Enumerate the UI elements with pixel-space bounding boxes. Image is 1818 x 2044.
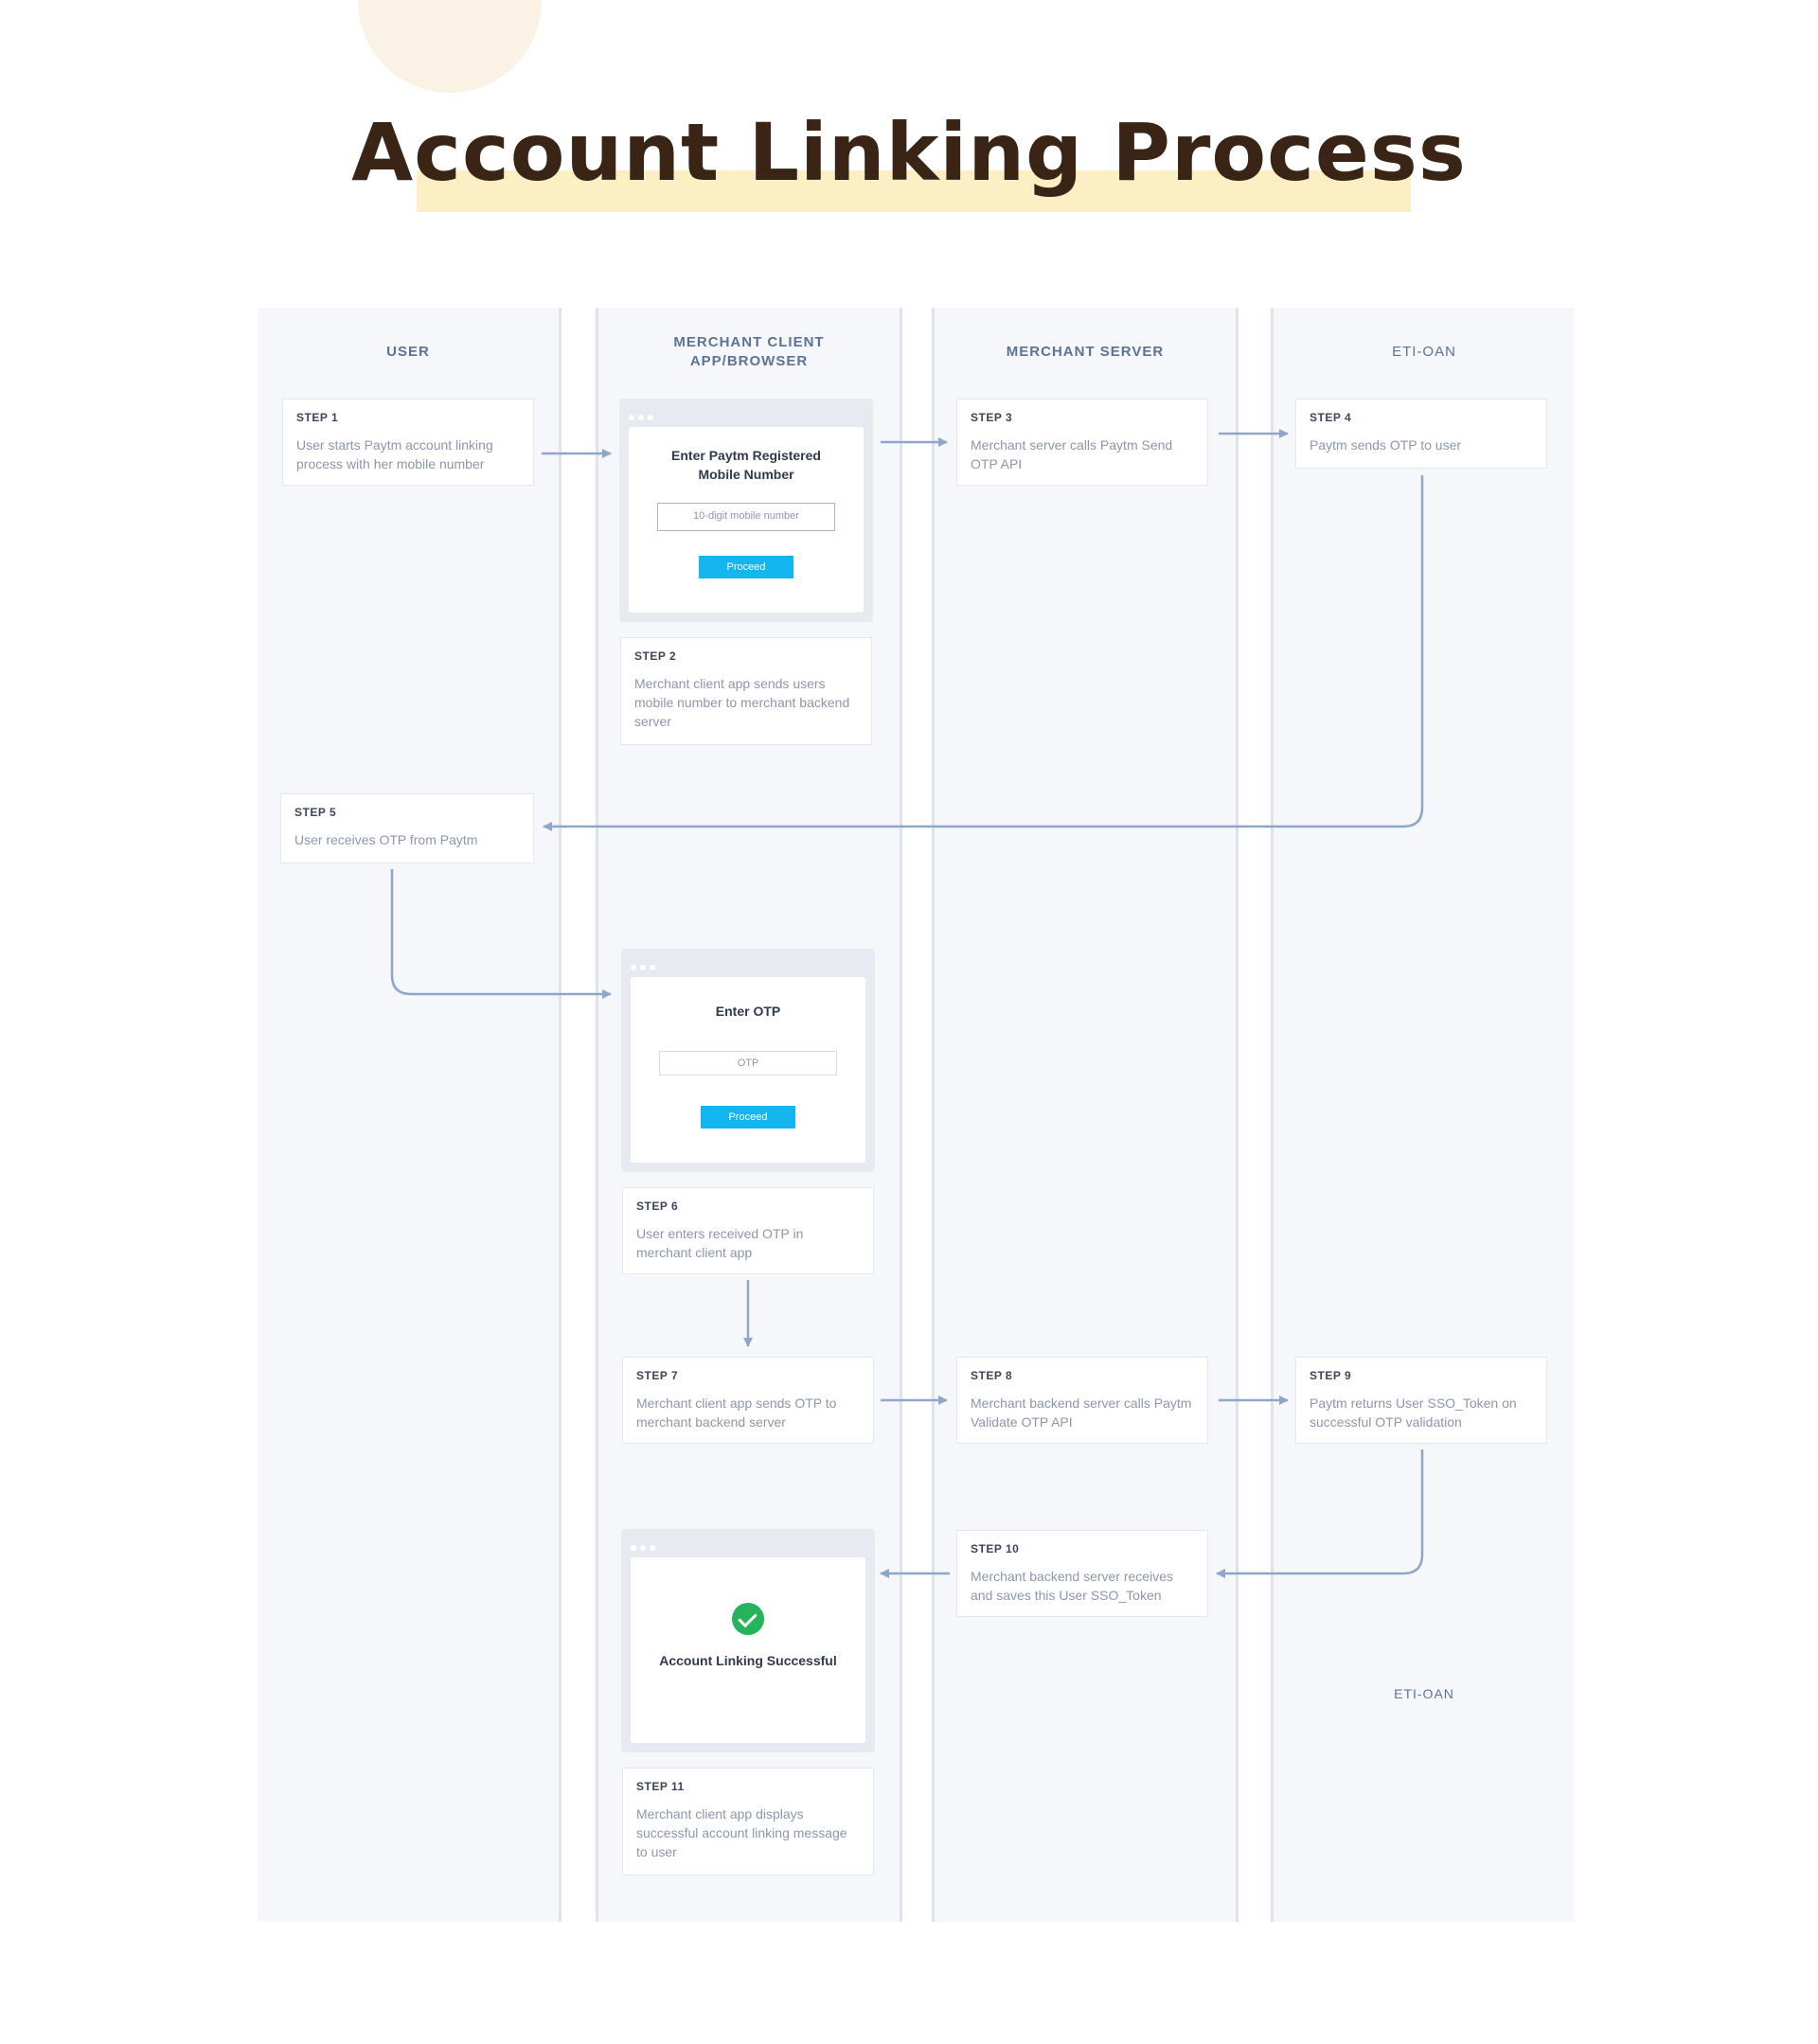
page-title: Account Linking Process <box>351 106 1467 199</box>
step-card-8: STEP 8 Merchant backend server calls Pay… <box>956 1357 1208 1444</box>
step-card-7: STEP 7 Merchant client app sends OTP to … <box>622 1357 874 1444</box>
step-text: Merchant backend server calls Paytm Vali… <box>971 1395 1192 1430</box>
lane-label-client: MERCHANT CLIENT APP/BROWSER <box>673 334 825 369</box>
window-dots <box>629 408 657 425</box>
browser-mockup-mobile: Enter Paytm Registered Mobile Number 10-… <box>619 399 873 622</box>
footer-lane-label: ETI-OAN <box>1394 1686 1454 1701</box>
step-card-5: STEP 5 User receives OTP from Paytm <box>280 793 534 863</box>
arrow-step5-to-otp-screen <box>390 869 612 999</box>
step-label: STEP 8 <box>971 1369 1013 1382</box>
mobile-number-input[interactable]: 10-digit mobile number <box>657 503 835 531</box>
step-label: STEP 4 <box>1310 411 1352 424</box>
arrow-step9-to-step10 <box>1216 1449 1424 1578</box>
step-label: STEP 3 <box>971 411 1013 424</box>
screen-enter-otp: Enter OTP OTP Proceed <box>631 977 865 1163</box>
step-label: STEP 10 <box>971 1542 1020 1555</box>
step-text: Merchant backend server receives and sav… <box>971 1569 1173 1603</box>
lane-server <box>935 308 1239 1922</box>
step-text: Paytm sends OTP to user <box>1310 437 1462 453</box>
step-text: User receives OTP from Paytm <box>294 832 478 847</box>
screen-mobile-number: Enter Paytm Registered Mobile Number 10-… <box>629 427 864 613</box>
otp-input[interactable]: OTP <box>659 1051 837 1075</box>
step-text: Merchant client app sends OTP to merchan… <box>636 1395 837 1430</box>
lane-divider <box>596 308 598 1922</box>
screen-title: Enter OTP <box>715 1004 781 1019</box>
lane-paytm <box>1274 308 1575 1922</box>
success-message: Account Linking Successful <box>659 1653 837 1668</box>
step-text: Paytm returns User SSO_Token on successf… <box>1310 1395 1517 1430</box>
lane-user <box>258 308 561 1922</box>
window-dots <box>631 1538 659 1555</box>
step-card-2: STEP 2 Merchant client app sends users m… <box>620 637 872 745</box>
arrow-step4-to-step5 <box>543 475 1424 831</box>
lane-divider <box>1271 308 1274 1922</box>
step-label: STEP 11 <box>636 1780 685 1793</box>
step-card-11: STEP 11 Merchant client app displays suc… <box>622 1768 874 1875</box>
step-text: User enters received OTP in merchant cli… <box>636 1226 804 1260</box>
screen-title: Enter Paytm Registered Mobile Number <box>671 448 821 482</box>
step-text: Merchant client app displays successful … <box>636 1806 847 1859</box>
step-card-10: STEP 10 Merchant backend server receives… <box>956 1530 1208 1617</box>
browser-mockup-success: Account Linking Successful <box>621 1529 875 1752</box>
browser-mockup-otp: Enter OTP OTP Proceed <box>621 949 875 1172</box>
window-dots <box>631 958 659 975</box>
step-label: STEP 2 <box>634 649 677 663</box>
title-highlight <box>417 170 1411 212</box>
step-card-3: STEP 3 Merchant server calls Paytm Send … <box>956 399 1208 486</box>
proceed-button[interactable]: Proceed <box>701 1106 795 1129</box>
lane-divider <box>932 308 935 1922</box>
step-label: STEP 9 <box>1310 1369 1352 1382</box>
screen-success: Account Linking Successful <box>631 1557 865 1743</box>
step-card-1: STEP 1 User starts Paytm account linking… <box>282 399 534 486</box>
step-text: User starts Paytm account linking proces… <box>296 437 493 471</box>
lane-label-paytm: ETI-OAN <box>1392 344 1456 360</box>
lane-label-server: MERCHANT SERVER <box>1006 344 1165 360</box>
step-card-4: STEP 4 Paytm sends OTP to user <box>1295 399 1547 469</box>
proceed-button[interactable]: Proceed <box>699 556 793 578</box>
step-label: STEP 5 <box>294 806 337 819</box>
step-text: Merchant client app sends users mobile n… <box>634 676 850 729</box>
check-circle-icon <box>732 1603 764 1635</box>
step-label: STEP 7 <box>636 1369 679 1382</box>
lane-label-user: USER <box>386 344 430 360</box>
step-card-6: STEP 6 User enters received OTP in merch… <box>622 1187 874 1274</box>
step-text: Merchant server calls Paytm Send OTP API <box>971 437 1173 471</box>
step-label: STEP 1 <box>296 411 339 424</box>
step-card-9: STEP 9 Paytm returns User SSO_Token on s… <box>1295 1357 1547 1444</box>
step-label: STEP 6 <box>636 1200 679 1213</box>
